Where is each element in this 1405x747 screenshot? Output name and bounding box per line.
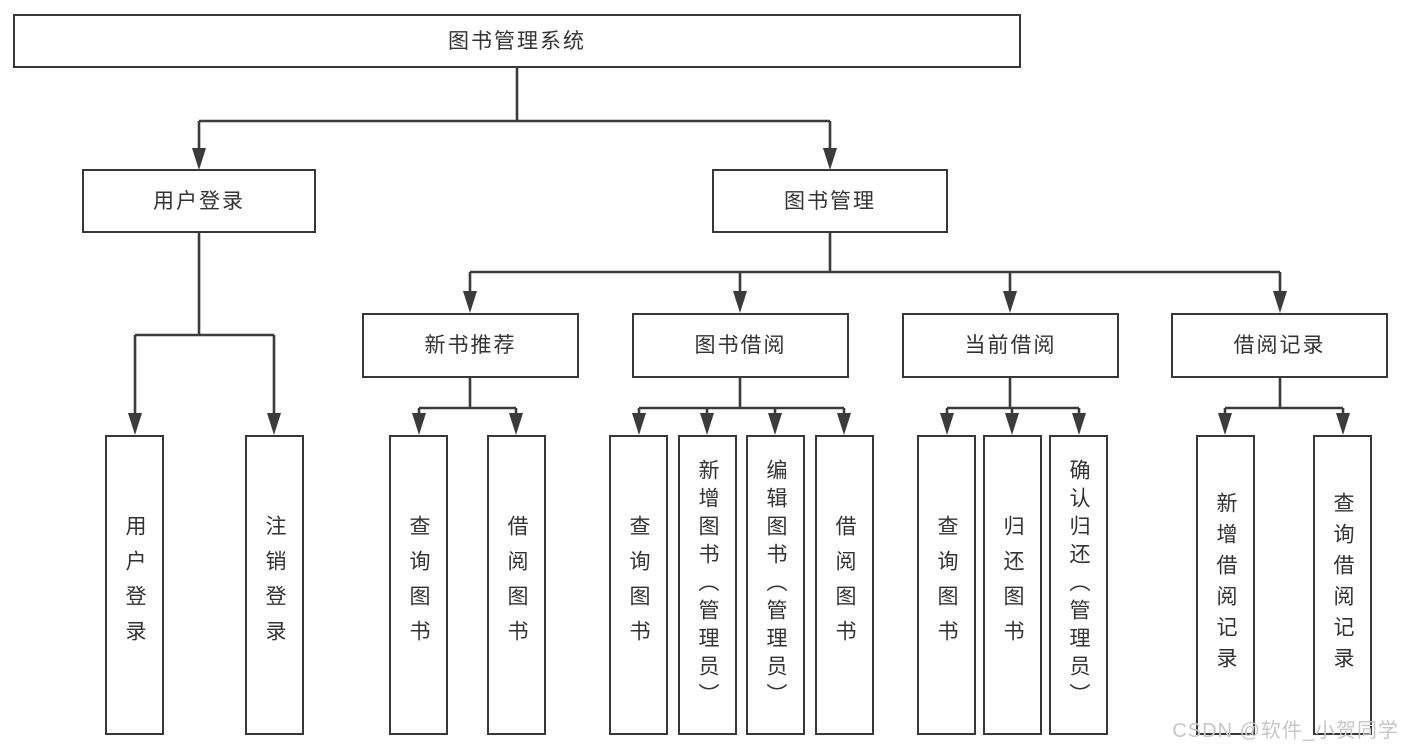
connector-current-to-leaves xyxy=(940,377,1086,435)
leaf-label: 查询图书 xyxy=(935,515,958,655)
leaf-confirm-return-admin: 确认归还（管理员） xyxy=(1049,435,1108,735)
node-user-login-label: 用户登录 xyxy=(153,189,245,213)
connector-root-to-level2 xyxy=(192,68,837,170)
node-new-book-recommend: 新书推荐 xyxy=(362,313,579,378)
leaf-query-books-1: 查询图书 xyxy=(389,435,448,735)
leaf-edit-book-admin: 编辑图书（管理员） xyxy=(746,435,805,735)
leaf-label: 查询图书 xyxy=(627,515,650,655)
connector-records-to-leaves xyxy=(1218,377,1350,435)
leaf-label: 借阅图书 xyxy=(833,515,856,655)
csdn-watermark: CSDN @软件_小贺同学 xyxy=(1172,720,1399,742)
leaf-label: 归还图书 xyxy=(1001,515,1024,655)
leaf-label: 新增借阅记录 xyxy=(1214,492,1237,678)
node-new-book-recommend-label: 新书推荐 xyxy=(424,334,517,357)
leaf-user-login: 用户登录 xyxy=(105,435,164,735)
leaf-label: 注销登录 xyxy=(263,515,286,655)
node-current-borrow-label: 当前借阅 xyxy=(964,334,1057,357)
node-root: 图书管理系统 xyxy=(13,14,1021,68)
leaf-label: 查询图书 xyxy=(407,515,430,655)
node-root-label: 图书管理系统 xyxy=(448,29,586,53)
leaf-query-books-3: 查询图书 xyxy=(917,435,976,735)
connector-borrow-to-leaves xyxy=(632,377,851,435)
leaf-query-books-2: 查询图书 xyxy=(609,435,668,735)
leaf-add-borrow-record: 新增借阅记录 xyxy=(1196,435,1255,735)
node-book-management-label: 图书管理 xyxy=(784,189,876,213)
node-book-management: 图书管理 xyxy=(712,169,948,233)
leaf-label: 查询借阅记录 xyxy=(1331,492,1354,678)
connector-bookmgmt-to-level3 xyxy=(463,233,1287,313)
connector-newbooks-to-leaves xyxy=(412,377,523,435)
leaf-return-book: 归还图书 xyxy=(983,435,1042,735)
leaf-label: 借阅图书 xyxy=(505,515,528,655)
node-book-borrow: 图书借阅 xyxy=(632,313,849,378)
node-borrow-records-label: 借阅记录 xyxy=(1233,334,1326,357)
leaf-label: 用户登录 xyxy=(123,515,146,655)
connector-userlogin-to-leaves xyxy=(128,233,281,435)
leaf-label: 编辑图书（管理员） xyxy=(764,459,787,711)
leaf-query-borrow-record: 查询借阅记录 xyxy=(1313,435,1372,735)
leaf-borrow-books-2: 借阅图书 xyxy=(815,435,874,735)
leaf-label: 新增图书（管理员） xyxy=(696,459,719,711)
node-book-borrow-label: 图书借阅 xyxy=(694,334,787,357)
node-user-login: 用户登录 xyxy=(82,169,316,233)
node-borrow-records: 借阅记录 xyxy=(1171,313,1388,378)
leaf-label: 确认归还（管理员） xyxy=(1067,459,1090,711)
leaf-add-book-admin: 新增图书（管理员） xyxy=(678,435,737,735)
leaf-logout: 注销登录 xyxy=(245,435,304,735)
leaf-borrow-books-1: 借阅图书 xyxy=(487,435,546,735)
node-current-borrow: 当前借阅 xyxy=(902,313,1119,378)
